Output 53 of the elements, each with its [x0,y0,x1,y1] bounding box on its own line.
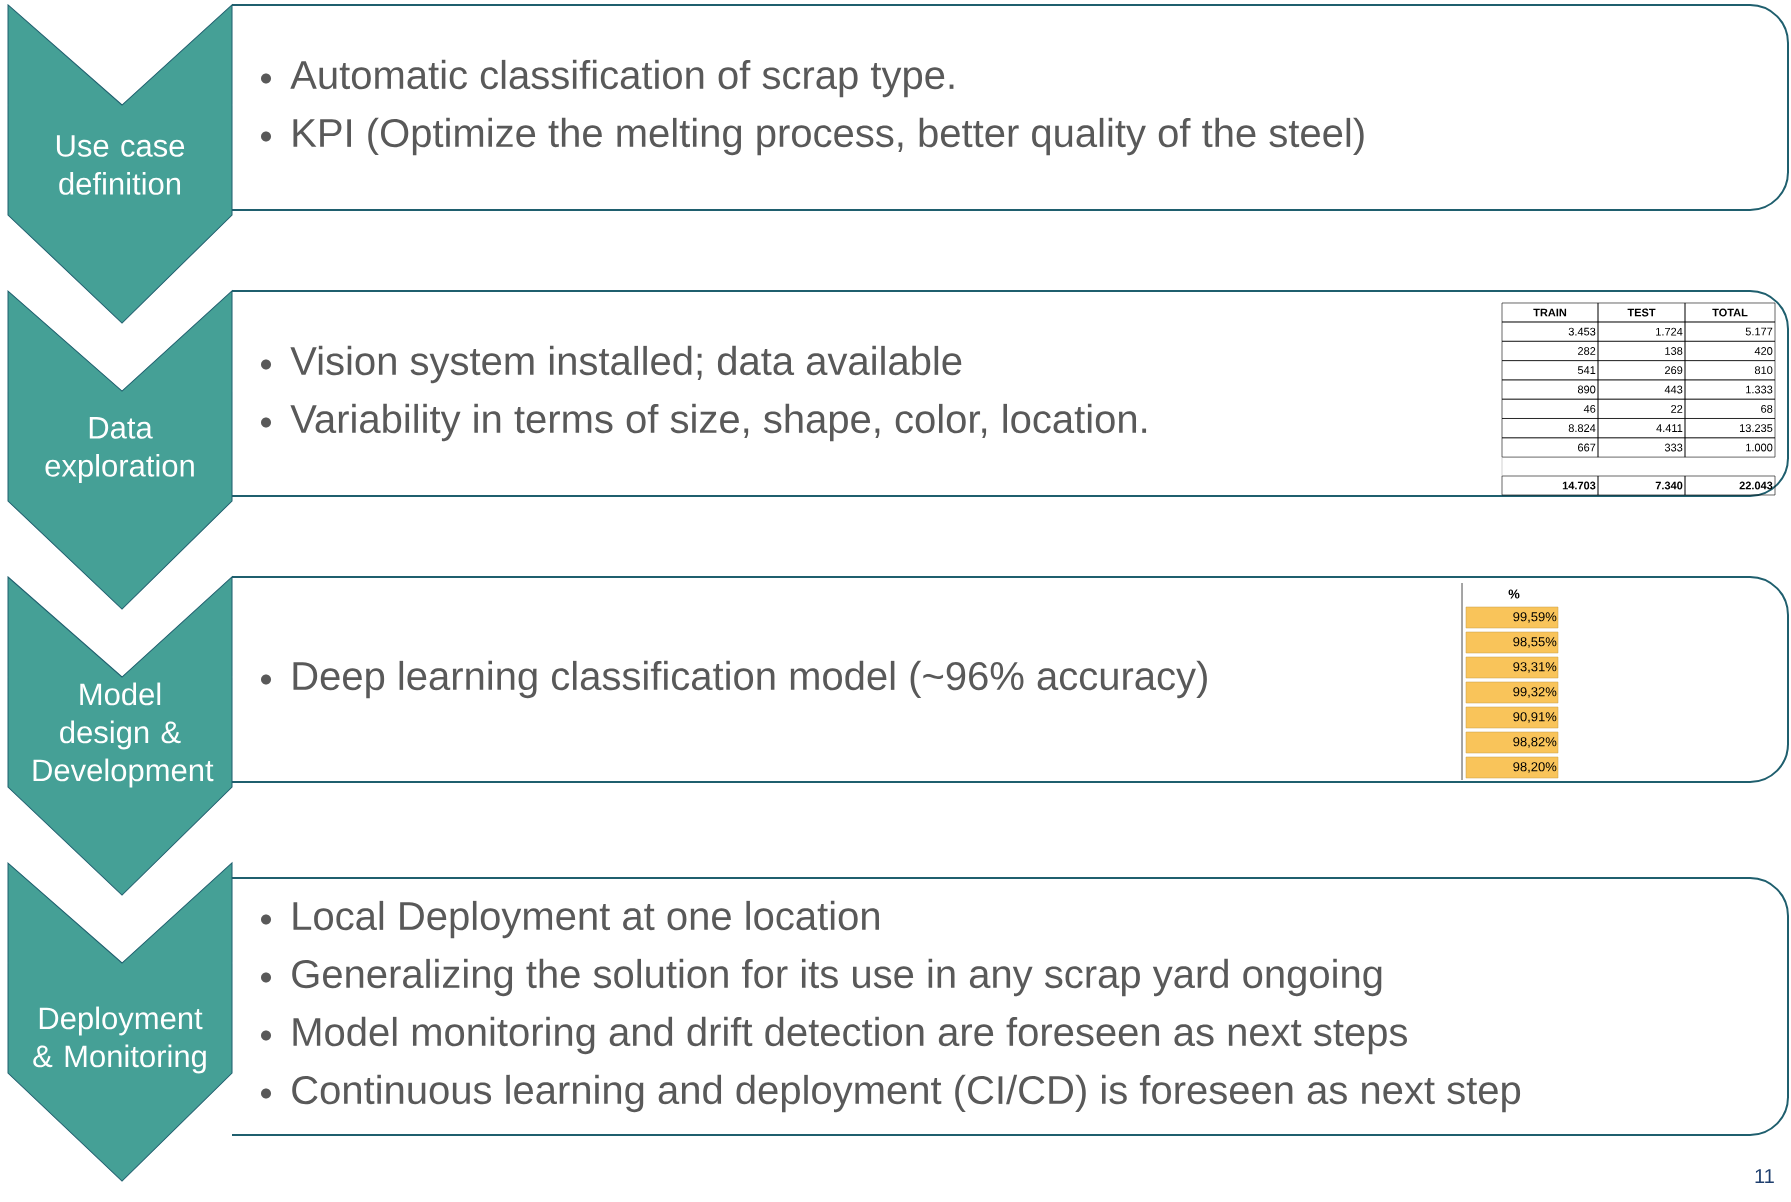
bullet-text: Vision system installed; data available [290,345,962,384]
table-cell: 282 [1501,341,1599,361]
bullet-text: KPI (Optimize the melting process, better quality of the steel) [293,117,1364,156]
table-cell: 1.724 [1597,321,1686,342]
bullet-text: Model monitoring and drift detection are foreseen as next steps [293,1016,1407,1055]
process-step: Use case definition [7,4,233,324]
table-cell: 8.824 [1501,418,1599,439]
bullet-text: Continuous learning and deployment (CI/CD) is foreseen as next step [292,1074,1521,1113]
content-box [231,877,1789,1136]
table-cell: 22.043 [1684,475,1776,496]
percentage-cell: 93,31% [1465,656,1559,679]
percentage-cell: 90,91% [1465,706,1559,729]
percentage-cell: 98,20% [1465,756,1559,779]
table-cell: 5.177 [1684,321,1776,342]
table-cell: 138 [1597,341,1686,361]
table-cell: TOTAL [1684,302,1776,323]
table-cell: 22 [1597,398,1686,419]
table-cell: 443 [1597,379,1686,400]
percentage-cell: 99,32% [1465,681,1559,704]
table-cell: % [1508,589,1520,599]
bullet-text: Local Deployment at one location [293,900,879,939]
page-number: 11 [1755,1169,1774,1183]
percentage-cell: 98,82% [1465,731,1559,754]
percentage-cell: 98,55% [1465,631,1559,654]
table-cell: 3.453 [1501,321,1599,342]
process-step: Model design & Development [7,576,233,896]
content-box [231,290,1789,497]
table-cell: 1.000 [1684,437,1776,458]
bullet-text: Deep learning classification model (~96% accuracy) [293,660,1207,699]
bullet-text: Automatic classification of scrap type. [290,59,954,98]
table-cell: 420 [1684,341,1776,361]
table-cell: 810 [1684,360,1776,381]
table-cell: 7.340 [1597,475,1686,496]
table-cell: 1.333 [1684,379,1776,400]
table-cell: TRAIN [1501,302,1599,323]
process-step: Deployment & Monitoring [7,862,233,1182]
table-cell: 269 [1597,360,1686,381]
table-cell: 68 [1684,398,1776,419]
bullet-text: Variability in terms of size, shape, color, location. [290,403,1147,442]
table-cell: 541 [1501,360,1599,381]
table-cell: 333 [1597,437,1686,458]
content-box [231,4,1789,211]
table-cell: TEST [1597,302,1686,323]
table-cell: 13.235 [1684,418,1776,439]
table-cell: 4.411 [1597,418,1686,439]
table-cell: 667 [1501,437,1599,458]
process-step: Data exploration [7,290,233,610]
table-cell: 14.703 [1501,475,1599,496]
table-cell: 46 [1501,398,1599,419]
bullet-text: Generalizing the solution for its use in any scrap yard ongoing [292,958,1382,997]
table-cell: 890 [1501,379,1599,400]
percentage-cell: 99,59% [1465,606,1559,629]
content-box [231,576,1789,783]
